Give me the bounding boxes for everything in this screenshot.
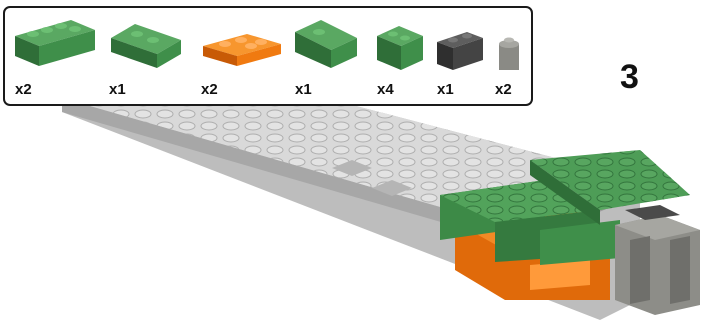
green-bricks-assembly	[440, 150, 690, 265]
parts-list-panel: x2 x1 x2 x1	[3, 6, 533, 106]
gray-pillars-assembly	[615, 205, 700, 315]
part-green-wedge-plate-large: x1	[291, 8, 366, 104]
part-green-wedge-plate: x1	[105, 8, 190, 104]
dark-gray-brick-icon	[437, 32, 483, 70]
part-quantity: x1	[437, 81, 454, 98]
baseplate-openings	[332, 160, 412, 196]
gray-round-brick-icon	[499, 37, 519, 70]
part-orange-plate-2x3: x2	[197, 8, 287, 104]
part-quantity: x4	[377, 81, 394, 98]
part-green-brick-2x2: x4	[373, 8, 428, 104]
part-quantity: x1	[295, 81, 312, 98]
green-wedge-large-icon	[295, 20, 357, 68]
part-quantity: x1	[109, 81, 126, 98]
part-quantity: x2	[201, 81, 218, 98]
part-dark-gray-brick-1x2: x1	[433, 8, 488, 104]
part-gray-round-brick-1x1: x2	[491, 8, 531, 104]
part-green-brick-2x4: x2	[11, 8, 101, 104]
part-quantity: x2	[15, 81, 32, 98]
green-brick-2x4-icon	[15, 20, 95, 66]
green-wedge-plate-icon	[111, 24, 181, 68]
orange-plate-icon	[203, 34, 281, 66]
part-quantity: x2	[495, 81, 512, 98]
green-brick-2x2-icon	[377, 26, 423, 70]
step-number: 3	[620, 58, 639, 96]
